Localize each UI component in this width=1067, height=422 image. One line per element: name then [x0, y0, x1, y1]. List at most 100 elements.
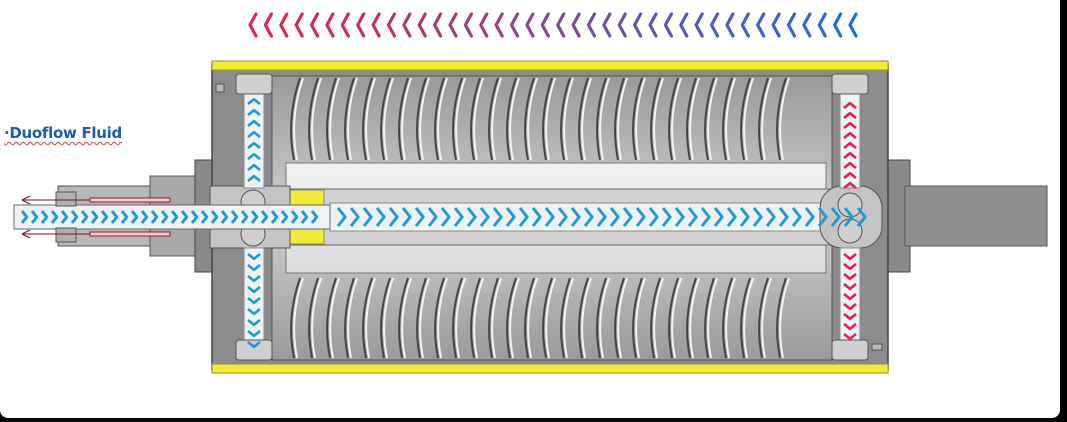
coil-highlight — [671, 277, 682, 359]
top-chevron — [725, 12, 735, 38]
coil-turn — [668, 77, 679, 161]
top-chevron — [248, 12, 258, 38]
flow-direction-chevrons — [248, 12, 858, 38]
coil-highlight — [347, 277, 358, 359]
blue-chevron — [804, 207, 815, 227]
blue-chevron — [609, 207, 620, 227]
top-chevron — [509, 12, 520, 38]
left-fitting-bottom — [55, 227, 77, 243]
blue-chevron — [247, 152, 261, 161]
blue-chevron — [817, 207, 828, 227]
blue-chevron — [310, 210, 319, 224]
blue-chevron — [492, 207, 503, 227]
blue-chevron — [765, 207, 776, 227]
bolt-bottom-right — [871, 343, 883, 351]
blue-chevron — [700, 207, 711, 227]
red-chevron — [843, 161, 857, 170]
coil-highlight — [743, 277, 754, 359]
red-chevron — [843, 252, 857, 261]
blue-chevron — [80, 210, 89, 224]
red-chevron — [843, 272, 857, 281]
central-channel — [329, 202, 859, 232]
coil-highlight — [761, 277, 772, 359]
coil-highlight — [455, 77, 466, 161]
coil-turn — [326, 77, 337, 161]
red-chevron — [843, 322, 857, 331]
coil-turn — [416, 277, 427, 359]
top-chevron — [648, 12, 658, 38]
heating-coils-top — [290, 77, 790, 161]
blue-chevron — [401, 207, 412, 227]
top-chevron — [802, 12, 812, 38]
coil-turn — [542, 77, 553, 161]
coil-turn — [650, 277, 661, 359]
coil-highlight — [635, 77, 646, 161]
coil-turn — [704, 277, 715, 359]
coil-highlight — [545, 277, 556, 359]
coil-highlight — [617, 277, 628, 359]
coil-highlight — [779, 277, 790, 359]
coil-highlight — [293, 277, 304, 359]
top-chevron — [771, 12, 781, 38]
top-chevron — [633, 12, 643, 38]
blue-chevron — [479, 207, 490, 227]
coil-highlight — [743, 77, 754, 161]
coil-highlight — [509, 277, 520, 359]
top-chevron — [556, 12, 566, 38]
blue-chevron — [70, 210, 79, 224]
blue-chevron — [687, 207, 698, 227]
coil-turn — [776, 77, 787, 161]
duoflow-fluid-label: ·Duoflow Fluid — [4, 124, 122, 142]
blue-chevron — [247, 119, 261, 128]
coil-highlight — [599, 277, 610, 359]
red-chevron — [843, 111, 857, 120]
coil-turn — [740, 277, 751, 359]
coil-turn — [524, 77, 535, 161]
top-chevron — [371, 12, 381, 38]
coil-highlight — [635, 277, 646, 359]
coil-turn — [290, 77, 301, 161]
coil-highlight — [509, 77, 520, 161]
coil-highlight — [599, 77, 610, 161]
heating-coils-bottom — [290, 277, 790, 359]
red-chevron — [843, 171, 857, 180]
right-cap-top — [831, 73, 869, 95]
blue-chevron — [843, 207, 854, 227]
coil-highlight — [329, 277, 340, 359]
top-chevron — [279, 12, 289, 38]
coil-highlight — [653, 77, 664, 161]
blue-chevron — [466, 207, 477, 227]
blue-chevron — [830, 207, 841, 227]
coil-highlight — [311, 77, 322, 161]
coil-highlight — [311, 277, 322, 359]
coil-turn — [596, 277, 607, 359]
blue-chevron — [220, 210, 229, 224]
blue-chevron — [531, 207, 542, 227]
top-chevron — [617, 12, 627, 38]
top-chevron — [602, 12, 612, 38]
blue-chevron — [247, 108, 261, 117]
coil-highlight — [725, 77, 736, 161]
coil-turn — [488, 77, 499, 161]
blue-chevron — [453, 207, 464, 227]
right-port-top — [837, 192, 863, 218]
coil-highlight — [617, 77, 628, 161]
coil-turn — [560, 277, 571, 359]
top-chevron — [402, 12, 412, 38]
blue-chevron — [247, 252, 261, 261]
red-chevron — [843, 131, 857, 140]
coil-highlight — [581, 277, 592, 359]
top-chevron — [325, 12, 335, 38]
blue-chevron — [250, 210, 259, 224]
blue-chevron — [635, 207, 646, 227]
coil-turn — [470, 77, 481, 161]
blue-chevron — [349, 207, 360, 227]
coil-highlight — [365, 77, 376, 161]
red-chevron — [843, 101, 857, 110]
red-chevron — [843, 181, 857, 190]
coil-turn — [596, 77, 607, 161]
coil-turn — [344, 277, 355, 359]
blue-chevron — [622, 207, 633, 227]
coil-turn — [614, 77, 625, 161]
inlet-pipe — [13, 204, 331, 230]
